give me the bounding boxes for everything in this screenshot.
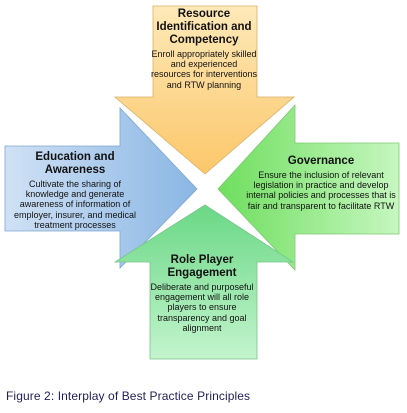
- node-description: Deliberate and purposeful engagement wil…: [150, 282, 254, 333]
- node-role-player-engagement: Role Player Engagement Deliberate and pu…: [150, 254, 254, 333]
- principles-diagram: [4, 5, 400, 360]
- arrow-left: [4, 106, 198, 269]
- node-description: Enroll appropriately skilled and experie…: [150, 49, 258, 90]
- arrow-bottom: [113, 204, 295, 360]
- arrow-top: [113, 5, 296, 175]
- node-description: Ensure the inclusion of relevant legisla…: [246, 170, 396, 211]
- node-title: Resource Identification and Competency: [156, 8, 252, 46]
- arrow-right: [217, 103, 400, 272]
- node-title: Education and Awareness: [35, 151, 115, 176]
- node-governance: Governance Ensure the inclusion of relev…: [246, 155, 396, 211]
- node-description: Cultivate the sharing of knowledge and g…: [13, 179, 137, 230]
- node-education-awareness: Education and Awareness Cultivate the sh…: [8, 151, 142, 230]
- figure-caption: Figure 2: Interplay of Best Practice Pri…: [6, 389, 251, 403]
- node-title: Governance: [287, 155, 355, 167]
- node-resource-identification: Resource Identification and Competency E…: [150, 8, 258, 90]
- node-title: Role Player Engagement: [167, 254, 237, 279]
